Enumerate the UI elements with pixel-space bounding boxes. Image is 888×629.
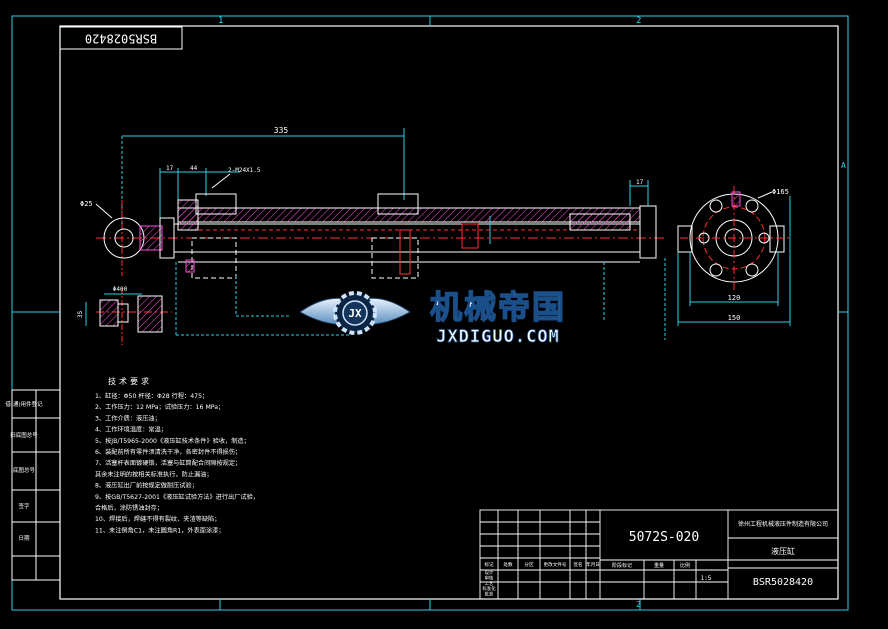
rod-eye-detail-view: Φ400 35 xyxy=(77,286,172,345)
dim-left-17: 17 xyxy=(166,165,174,172)
tech-requirements: 技术要求 1、缸径：Φ50 杆径：Φ28 行程：475； 2、工作压力：12 MP… xyxy=(95,376,259,534)
revision-header: 签名 xyxy=(573,561,582,568)
tech-item: 7、活塞杆表面镀硬铬，活塞与缸筒配合间隙按规定； xyxy=(95,459,241,467)
sidebar-label: 日期 xyxy=(18,535,30,542)
revision-header: 年月日 xyxy=(586,561,600,568)
zone-label-bottom-2: 2 xyxy=(636,600,641,609)
sidebar-label: 签字 xyxy=(18,502,30,510)
revision-header: 更改文件号 xyxy=(544,561,567,568)
role-label: 审核 xyxy=(485,574,494,581)
sidebar-label: 底图总号 xyxy=(13,466,36,474)
tech-item: 8、液压缸出厂前按规定做耐压试验； xyxy=(95,482,198,490)
title-block-text: 5072S-020 徐州工程机械液压件制造有限公司 液压缸 BSR5028420… xyxy=(482,520,828,598)
zone-label-top-1: 1 xyxy=(218,16,223,26)
dim-overall-length: 335 xyxy=(274,126,289,135)
tech-item: 11、未注倒角C1，未注圆角R1，外表面涂漆； xyxy=(95,526,225,534)
dim-flange-width-inner: 120 xyxy=(728,294,741,302)
stage-headers: 阶段标记 重量 比例 xyxy=(612,562,690,569)
watermark-title: 机械帝国 xyxy=(430,288,566,326)
left-sidebar-table xyxy=(11,389,61,581)
drawing-frame: 1 2 A 2 xyxy=(11,15,849,611)
tech-item: 2、工作压力：12 MPa；试验压力：16 MPa； xyxy=(95,403,224,411)
stage-header: 比例 xyxy=(680,562,690,569)
model-number: 5072S-020 xyxy=(629,530,699,545)
cylinder-main-view: 335 17 44 2-M24X1.5 Φ25 xyxy=(80,126,666,340)
tech-item: 其余未注明的按相关标准执行，防止漏油； xyxy=(95,470,213,478)
tech-item: 合格后，涂防锈油封存； xyxy=(95,504,163,512)
title-block xyxy=(479,509,839,600)
revision-header: 标记 xyxy=(484,561,494,568)
tech-item: 3、工作介质：液压油； xyxy=(95,414,161,422)
watermark-url: JXDIGUO.COM xyxy=(436,327,560,347)
tech-item: 1、缸径：Φ50 杆径：Φ28 行程：475； xyxy=(95,392,208,400)
flange-end-view: Φ165 120 150 xyxy=(677,186,791,326)
company-name: 徐州工程机械液压件制造有限公司 xyxy=(738,520,828,528)
dim-flange-phi: Φ165 xyxy=(772,188,789,196)
role-label: 设计 xyxy=(485,569,494,576)
side-dim-1: Φ400 xyxy=(113,286,128,293)
tech-item: 4、工作环境温度：常温； xyxy=(95,426,167,434)
stage-header: 重量 xyxy=(654,562,664,569)
tech-item: 6、装配前所有零件须清洗干净，各密封件不得损伤； xyxy=(95,448,241,456)
side-dim-2: 35 xyxy=(77,310,84,318)
svg-text:BSR5028420: BSR5028420 xyxy=(85,32,157,46)
zone-label-right-a: A xyxy=(841,161,846,170)
scale-value: 1:5 xyxy=(701,575,712,582)
dim-left-phi: Φ25 xyxy=(80,200,93,208)
svg-text:JX: JX xyxy=(348,307,362,320)
role-label: 工艺 xyxy=(485,581,494,587)
dim-right-17: 17 xyxy=(636,179,644,186)
tech-items: 1、缸径：Φ50 杆径：Φ28 行程：475； 2、工作压力：12 MPa；试验压… xyxy=(95,392,259,534)
tech-item: 9、按GB/T5627-2001《液压缸试验方法》进行出厂试验， xyxy=(95,493,259,501)
watermark-logo: JX 机械帝国 JXDIGUO.COM xyxy=(299,287,566,347)
stage-header: 阶段标记 xyxy=(612,562,632,569)
thread-callout: 2-M24X1.5 xyxy=(228,167,261,174)
rotated-drawing-number: BSR5028420 xyxy=(59,26,183,50)
dim-left-44: 44 xyxy=(190,165,198,172)
sidebar-label: 旧底图总号 xyxy=(10,431,38,439)
role-label: 标准化 xyxy=(482,585,496,592)
revision-header: 分区 xyxy=(524,561,534,568)
revision-header: 处数 xyxy=(503,561,513,568)
drawing-number: BSR5028420 xyxy=(753,577,813,588)
revision-headers: 标记 处数 分区 更改文件号签名年月日 xyxy=(484,561,600,568)
role-label: 批准 xyxy=(485,591,494,598)
tech-item: 5、按JB/T5965-2000《液压缸技术条件》验收，制造； xyxy=(95,437,250,445)
sidebar-label: 借(通)用件登记 xyxy=(5,400,43,408)
tech-item: 10、焊接后，焊缝不得有裂纹、夹渣等缺陷； xyxy=(95,515,220,523)
part-name: 液压缸 xyxy=(771,546,795,556)
dim-flange-width-outer: 150 xyxy=(728,314,741,322)
zone-label-top-2: 2 xyxy=(636,16,641,26)
tech-heading: 技术要求 xyxy=(108,376,152,386)
